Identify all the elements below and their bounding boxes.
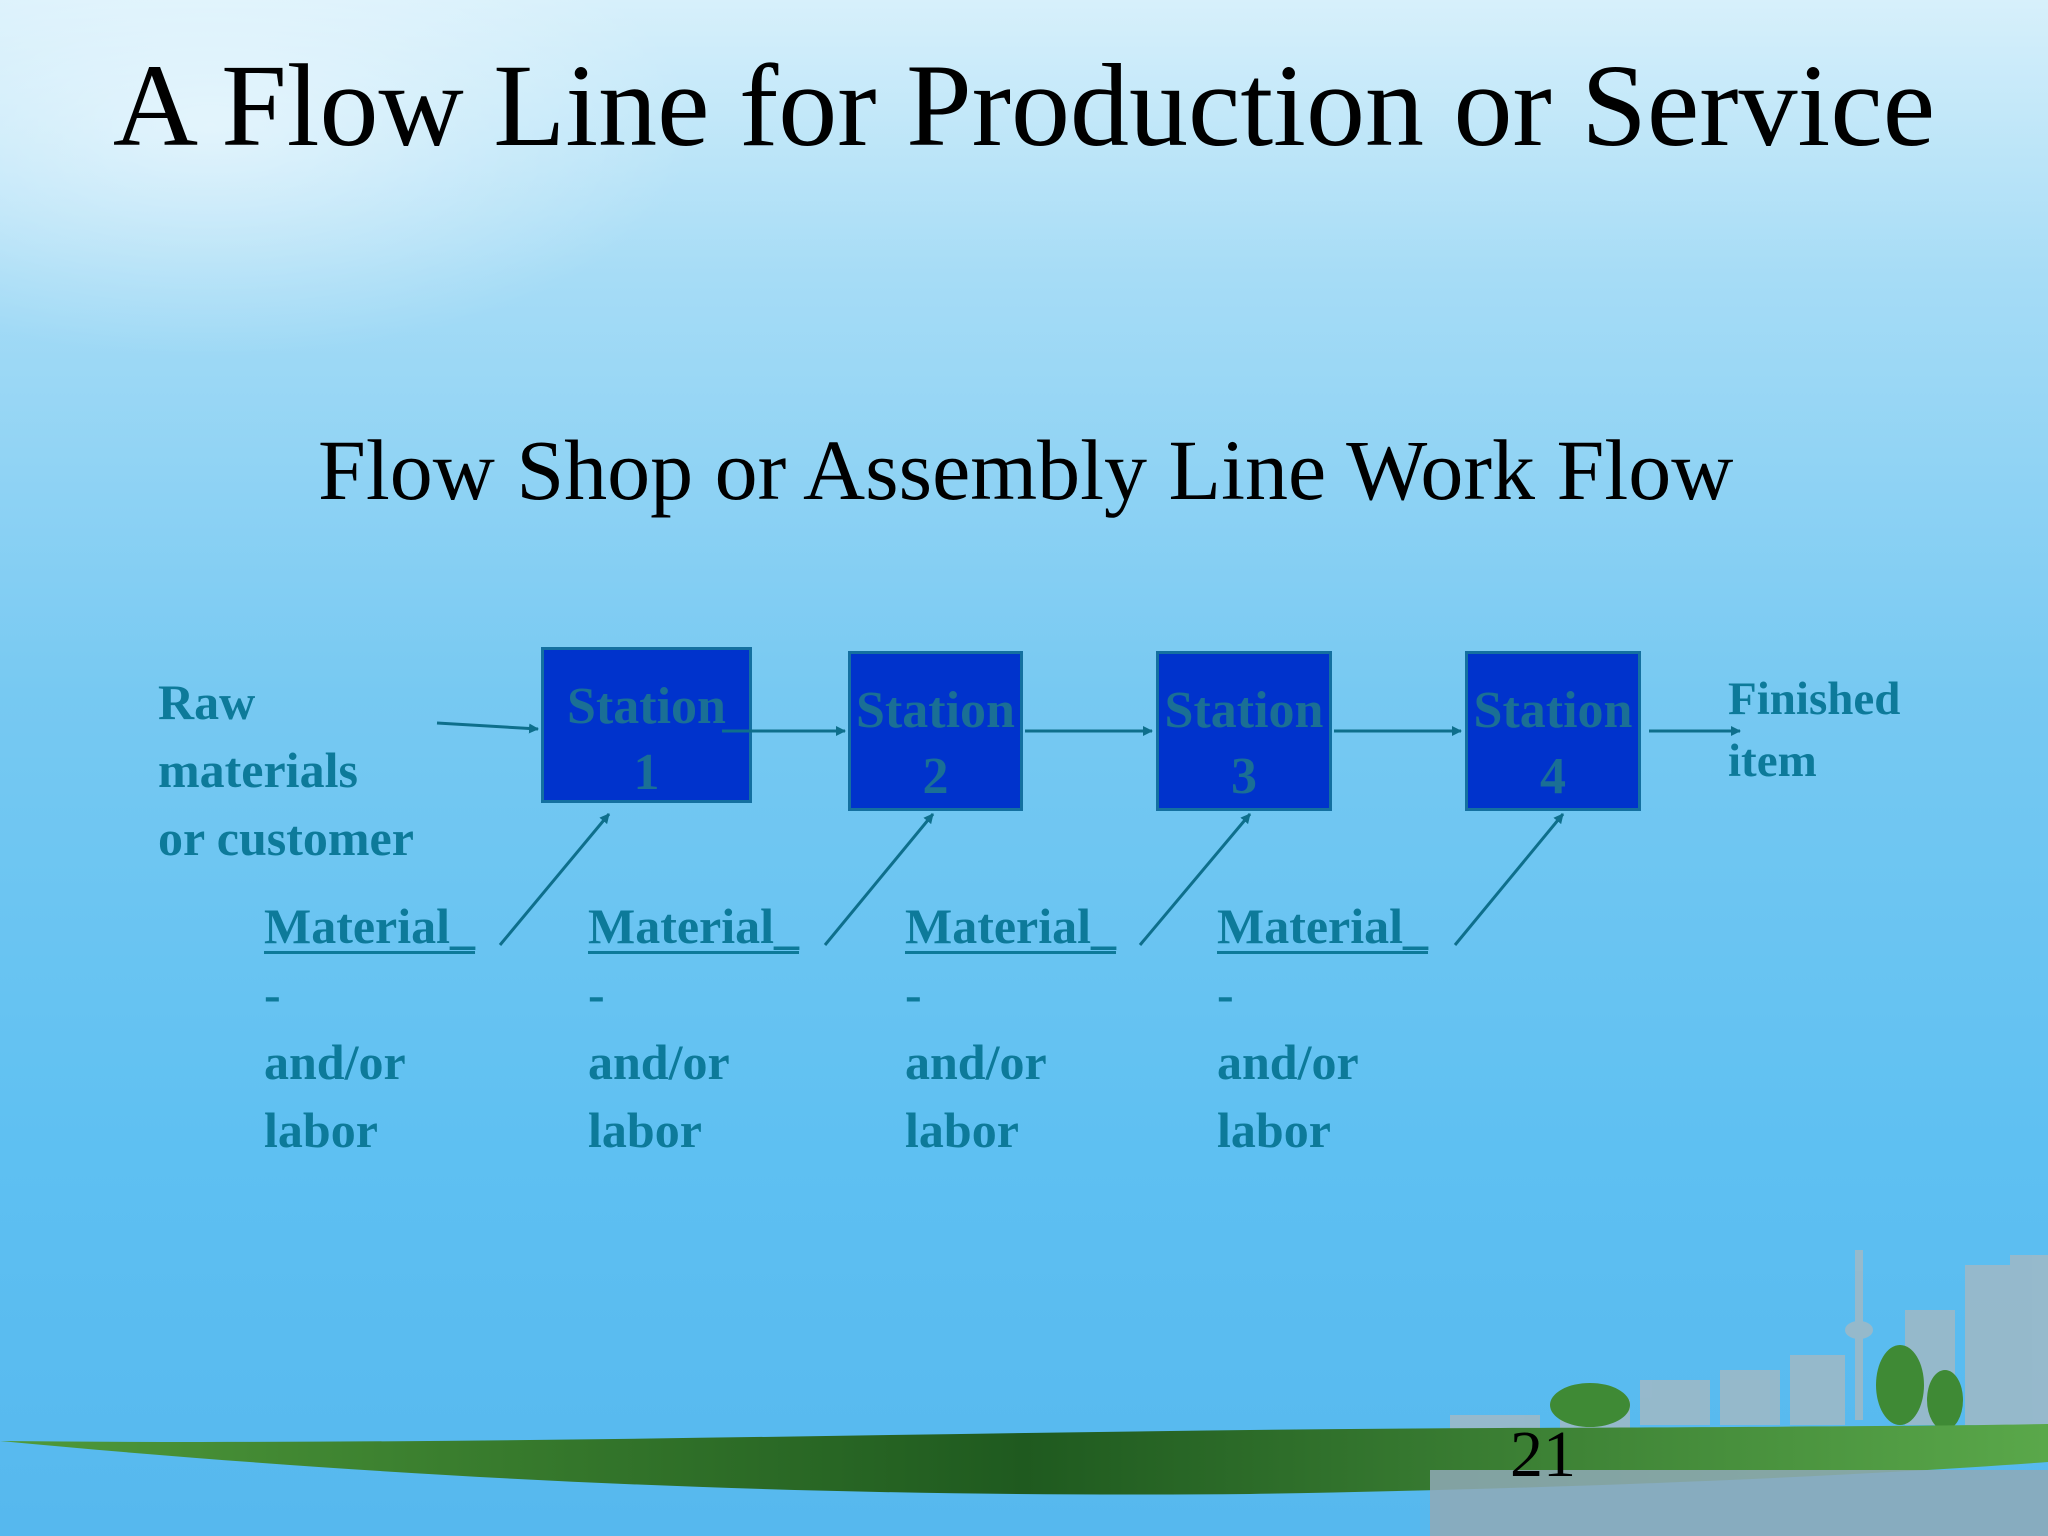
- station-4: Station 4: [1465, 651, 1641, 811]
- arrow-material-1: [498, 813, 611, 946]
- material-heading-3: Material_: [905, 898, 1117, 954]
- station-2-number: 2: [922, 748, 949, 805]
- city-skyline-decoration: [1450, 1250, 2048, 1435]
- material-detail-1: - and/or labor: [264, 966, 406, 1158]
- arrow-material-3: [1138, 813, 1252, 946]
- material-detail-4: - and/or labor: [1217, 966, 1359, 1158]
- arrow-material-4: [1453, 813, 1565, 946]
- material-heading-1: Material_: [264, 898, 476, 954]
- slide-subtitle: Flow Shop or Assembly Line Work Flow: [318, 422, 1734, 518]
- arrow-input-to-station-1: [436, 721, 539, 734]
- city-base-decoration: [1430, 1470, 2048, 1536]
- page-number: 21: [1510, 1418, 1576, 1491]
- material-label-1: Material_ - and/or labor: [264, 892, 475, 1164]
- material-heading-2: Material_: [588, 898, 800, 954]
- station-4-number: 4: [1540, 748, 1566, 805]
- material-heading-4: Material_: [1217, 898, 1429, 954]
- trees-decoration: [1550, 1345, 1963, 1430]
- material-label-2: Material_ - and/or labor: [588, 892, 799, 1164]
- station-1: Station 1: [541, 647, 752, 803]
- station-1-label: Station: [567, 678, 726, 735]
- output-label: Finished item: [1728, 673, 1901, 787]
- arrow-material-2: [823, 813, 935, 946]
- sky-cloud-decoration: [0, 0, 700, 360]
- input-label: Raw materials or customer: [158, 674, 414, 866]
- station-3: Station 3: [1156, 651, 1332, 811]
- material-label-4: Material_ - and/or labor: [1217, 892, 1428, 1164]
- station-1-number: 1: [633, 744, 660, 801]
- material-label-3: Material_ - and/or labor: [905, 892, 1116, 1164]
- station-3-number: 3: [1231, 748, 1257, 805]
- station-2: Station 2: [848, 651, 1023, 811]
- material-detail-2: - and/or labor: [588, 966, 730, 1158]
- material-detail-3: - and/or labor: [905, 966, 1047, 1158]
- slide-title: A Flow Line for Production or Service: [112, 40, 1936, 171]
- station-4-label: Station: [1473, 682, 1633, 739]
- station-3-label: Station: [1164, 682, 1324, 739]
- station-2-label: Station: [856, 682, 1015, 739]
